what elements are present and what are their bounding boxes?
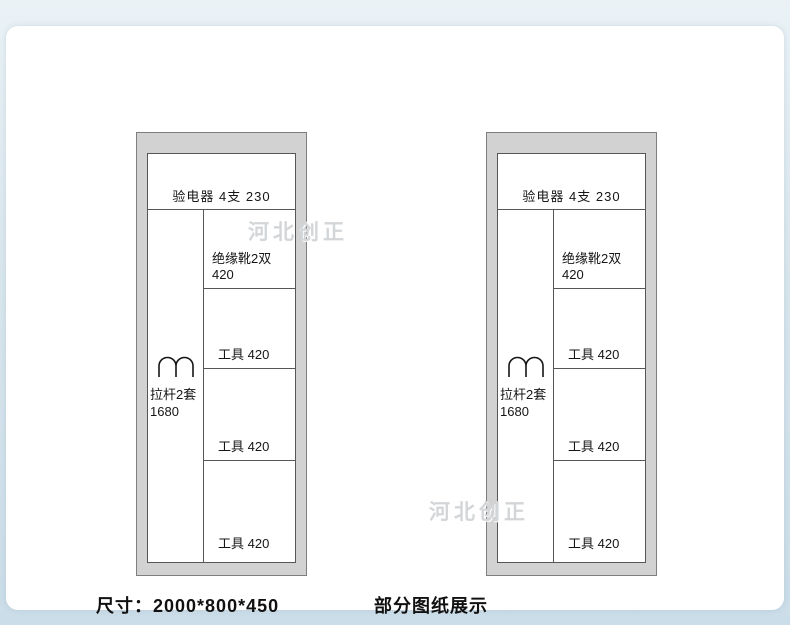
top-shelf-label: 验电器 4支 230 [522, 189, 621, 204]
cabinet-interior: 验电器 4支 230 拉杆2套 1680 绝缘靴2双 420 [147, 153, 296, 563]
top-shelf: 验电器 4支 230 [498, 154, 645, 210]
shelf-column: 绝缘靴2双 420 工具 420 工具 420 工具 420 [554, 210, 645, 562]
pull-rod-hooks-icon [157, 356, 194, 377]
shelf-section-tools-2: 工具 420 [204, 369, 295, 461]
dimensions-text: 尺寸：2000*800*450 [96, 596, 280, 616]
shelf-section-tools-2: 工具 420 [554, 369, 645, 461]
pull-rod-hooks-icon [507, 356, 544, 377]
shelf-section-insulating-boots: 绝缘靴2双 420 [554, 210, 645, 289]
shelf-section-tools-3: 工具 420 [218, 536, 270, 551]
shelf-section-tools-1: 工具 420 [204, 289, 295, 369]
pull-rod-label: 拉杆2套 1680 [150, 387, 197, 419]
shelf-section-tools-3: 工具 420 [568, 536, 620, 551]
pull-rod-label: 拉杆2套 1680 [500, 387, 547, 419]
top-shelf-label: 验电器 4支 230 [172, 189, 271, 204]
pull-rod-compartment: 拉杆2套 1680 [498, 210, 554, 562]
pull-rod-compartment: 拉杆2套 1680 [148, 210, 204, 562]
cabinet-drawing-left: 验电器 4支 230 拉杆2套 1680 绝缘靴2双 420 [136, 132, 307, 576]
shelf-section-tools-1: 工具 420 [554, 289, 645, 369]
cabinet-body: 拉杆2套 1680 绝缘靴2双 420 工具 420 工具 420 [498, 210, 645, 562]
top-shelf: 验电器 4支 230 [148, 154, 295, 210]
cabinet-drawing-right: 验电器 4支 230 拉杆2套 1680 绝缘靴2双 420 [486, 132, 657, 576]
content-card: 验电器 4支 230 拉杆2套 1680 绝缘靴2双 420 [6, 26, 784, 616]
cabinet-interior: 验电器 4支 230 拉杆2套 1680 绝缘靴2双 420 [497, 153, 646, 563]
shelf-column: 绝缘靴2双 420 工具 420 工具 420 工具 420 [204, 210, 295, 562]
shelf-section-insulating-boots: 绝缘靴2双 420 [204, 210, 295, 289]
cabinet-body: 拉杆2套 1680 绝缘靴2双 420 工具 420 工具 420 [148, 210, 295, 562]
caption-text: 部分图纸展示 [374, 596, 488, 616]
